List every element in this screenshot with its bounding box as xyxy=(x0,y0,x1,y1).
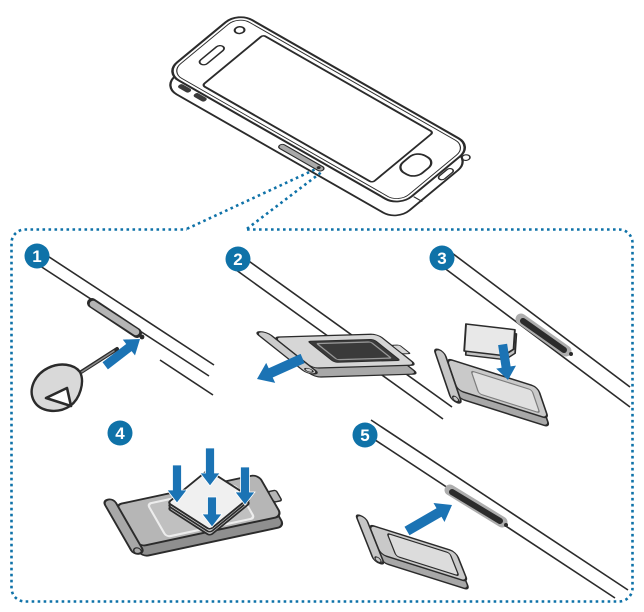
tray-screw xyxy=(304,367,314,373)
step-2-pull-out-tray: 2 xyxy=(225,246,453,420)
tray-faceplate xyxy=(355,514,385,565)
pin-needle-highlight xyxy=(79,350,115,374)
pull-out-arrow-icon xyxy=(257,353,305,383)
step-5-number: 5 xyxy=(360,426,369,445)
tray-screw xyxy=(133,547,143,555)
step-4-press-card: 4 xyxy=(103,420,284,557)
callout-dotted-border xyxy=(10,228,634,603)
sim-tray xyxy=(434,348,550,427)
step-4-badge: 4 xyxy=(107,420,133,446)
empty-slot-on-edge xyxy=(515,313,573,357)
eject-pinhole xyxy=(569,352,573,356)
tray-latch-tab xyxy=(391,344,411,355)
phone-bezel-line xyxy=(176,19,461,199)
tray-screw xyxy=(374,556,382,564)
volume-up-button xyxy=(178,84,192,93)
eject-pinhole xyxy=(139,334,145,340)
insert-pin-arrow-icon xyxy=(102,339,140,370)
tray-latch-tab xyxy=(268,489,282,503)
press-down-arrow-icon xyxy=(201,496,223,528)
tray-card-opening xyxy=(308,338,400,363)
press-down-arrows xyxy=(166,447,256,528)
earpiece-speaker-icon xyxy=(198,45,225,66)
sim-card-in-tray xyxy=(387,533,459,576)
step-5-insert-tray: 5 xyxy=(352,419,629,599)
tray-faceplate xyxy=(434,348,462,404)
phone-illustration xyxy=(169,16,471,217)
sim-tray-slot xyxy=(278,143,325,172)
device-edge-lines xyxy=(438,252,631,408)
place-card-arrow-icon xyxy=(496,343,516,380)
pin-handle-hole xyxy=(44,386,73,408)
antenna-line xyxy=(413,196,423,202)
step-3-number: 3 xyxy=(437,249,446,268)
step-4-number: 4 xyxy=(115,424,125,443)
home-button xyxy=(399,153,433,177)
step-2-badge: 2 xyxy=(225,246,251,272)
callout xyxy=(10,167,634,603)
headphone-jack xyxy=(461,154,471,161)
eject-pinhole xyxy=(504,523,508,527)
tray-card-recess xyxy=(471,370,540,413)
step-1-eject-pin: 1 xyxy=(24,243,215,413)
step-1-number: 1 xyxy=(32,247,41,266)
ejection-pin xyxy=(30,347,119,413)
step-3-place-sim-card: 3 xyxy=(429,245,631,427)
tray-screw xyxy=(452,395,460,403)
press-down-arrow-icon xyxy=(199,447,221,487)
step-5-badge: 5 xyxy=(352,422,378,448)
step-2-number: 2 xyxy=(233,250,242,269)
tray-opening-lip xyxy=(316,341,392,361)
step-1-badge: 1 xyxy=(24,243,50,269)
front-camera-icon xyxy=(233,26,246,35)
usb-port xyxy=(437,167,455,181)
press-down-arrow-icon xyxy=(166,464,188,504)
press-down-arrow-icon xyxy=(234,466,256,506)
eject-pinhole xyxy=(316,166,321,170)
slot-on-edge xyxy=(444,484,508,528)
insert-tray-arrow-icon xyxy=(404,503,452,536)
sim-tray xyxy=(355,514,469,590)
volume-down-button xyxy=(193,93,207,102)
tray-slot-on-edge xyxy=(87,298,145,340)
phone-screen xyxy=(202,35,433,183)
step-3-badge: 3 xyxy=(429,245,455,271)
